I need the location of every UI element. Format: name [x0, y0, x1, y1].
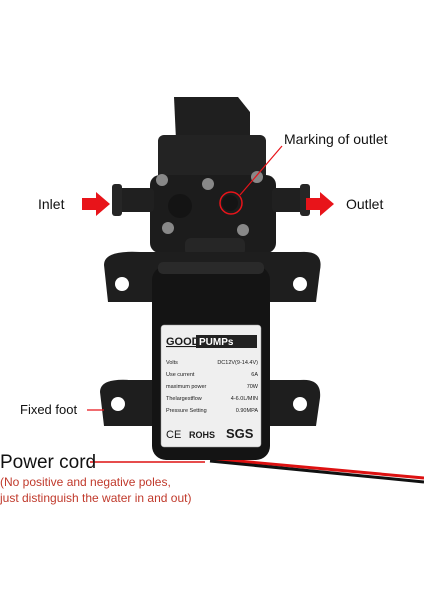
- plate-value-3: 4-6.0L/MIN: [231, 396, 258, 402]
- plate-brand-left: GOOD: [166, 336, 200, 348]
- pump-head: [112, 97, 310, 256]
- plate-value-1: 6A: [251, 372, 258, 378]
- plate-value-2: 70W: [247, 384, 259, 390]
- plate-label-2: maximum power: [166, 384, 207, 390]
- plate-mark-rohs: ROHS: [189, 430, 215, 440]
- inlet-label: Inlet: [38, 196, 65, 212]
- plate-value-4: 0.90MPA: [236, 408, 259, 414]
- outlet-marking-label: Marking of outlet: [284, 131, 388, 147]
- outlet-arrow-icon: [306, 192, 334, 216]
- inlet-arrow-icon: [82, 192, 110, 216]
- plate-brand-right: PUMPs: [199, 337, 234, 348]
- outlet-label: Outlet: [346, 196, 384, 212]
- power-cord-label: Power cord: [0, 452, 97, 473]
- spec-plate: GOOD PUMPs Volts DC12V(9-14.4V) Use curr…: [160, 324, 262, 448]
- plate-mark-sgs: SGS: [226, 426, 254, 441]
- polarity-note-line2: just distinguish the water in and out): [0, 491, 192, 505]
- plate-label-0: Volts: [166, 360, 178, 366]
- plate-label-1: Use current: [166, 372, 195, 378]
- fixed-foot-label: Fixed foot: [20, 402, 78, 417]
- outlet-marking-callout: [219, 145, 283, 215]
- plate-mark-ce: CE: [166, 429, 181, 441]
- polarity-note-line1: (No positive and negative poles,: [0, 475, 171, 489]
- plate-value-0: DC12V(9-14.4V): [217, 360, 258, 366]
- plate-label-4: Pressure Setting: [166, 408, 207, 414]
- plate-label-3: Thelargestflow: [166, 396, 202, 402]
- power-wires: [90, 456, 424, 484]
